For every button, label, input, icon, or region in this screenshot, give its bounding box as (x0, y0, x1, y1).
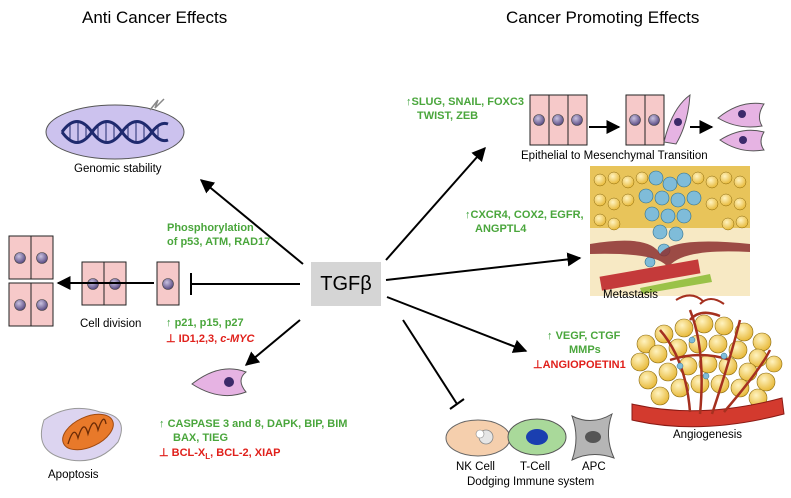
dodging-immune-label: Dodging Immune system (467, 476, 595, 488)
phosphorylation-text: Phosphorylation of p53, ATM, RAD17 (167, 222, 271, 248)
up-arrow-icon: ↑ (166, 317, 172, 329)
caspase-text: ↑ CASPASE 3 and 8, DAPK, BIP, BIM BAX, T… (159, 418, 348, 444)
up-arrow-icon: ↑ (159, 418, 165, 430)
nk-cell-label: NK Cell (456, 461, 495, 473)
inhibit-icon: ⊥ (166, 333, 176, 345)
t-cell-icon (507, 418, 567, 456)
apc-icon (571, 412, 615, 462)
tgf-beta-box: TGFβ (311, 262, 381, 306)
nk-cell-icon (445, 419, 511, 457)
angiogenesis-label: Angiogenesis (673, 429, 743, 441)
emt-label: Epithelial to Mesenchymal Transition (521, 150, 708, 162)
emt-factors-text: ↑SLUG, SNAIL, FOXC3 TWIST, ZEB (406, 96, 524, 122)
up-arrow-icon: ↑ (465, 209, 471, 221)
emt-cells-icon (529, 94, 665, 146)
angiopoietin-text: ⊥ANGIOPOETIN1 (533, 359, 626, 371)
metastasis-label: Metastasis (603, 289, 658, 301)
vegf-text: ↑ VEGF, CTGF MMPs (547, 330, 621, 356)
id-myc-text: ⊥ ID1,2,3, c-MYC (166, 333, 255, 345)
inhibit-icon: ⊥ (533, 359, 543, 371)
cancer-promoting-heading: Cancer Promoting Effects (506, 8, 700, 27)
up-arrow-icon: ↑ (406, 96, 412, 108)
t-cell-label: T-Cell (520, 461, 551, 473)
angiogenesis-icon (630, 294, 785, 428)
metastasis-factors-text: ↑CXCR4, COX2, EGFR, ANGPTL4 (465, 209, 584, 235)
apc-label: APC (582, 461, 606, 473)
inhibit-icon: ⊥ (159, 447, 169, 459)
apoptotic-cell-icon (191, 368, 247, 397)
metastasis-icon (590, 166, 750, 296)
genomic-stability-label: Genomic stability (74, 163, 162, 175)
dna-icon (45, 98, 185, 160)
up-arrow-icon: ↑ (547, 330, 553, 342)
bcl-text: ⊥ BCL-XL, BCL-2, XIAP (159, 447, 281, 462)
cell-division-label: Cell division (80, 318, 142, 330)
mitochondria-icon (40, 407, 122, 462)
p21-text: ↑ p21, p15, p27 (166, 317, 244, 329)
anti-cancer-heading: Anti Cancer Effects (82, 8, 228, 27)
apoptosis-label: Apoptosis (48, 469, 99, 481)
